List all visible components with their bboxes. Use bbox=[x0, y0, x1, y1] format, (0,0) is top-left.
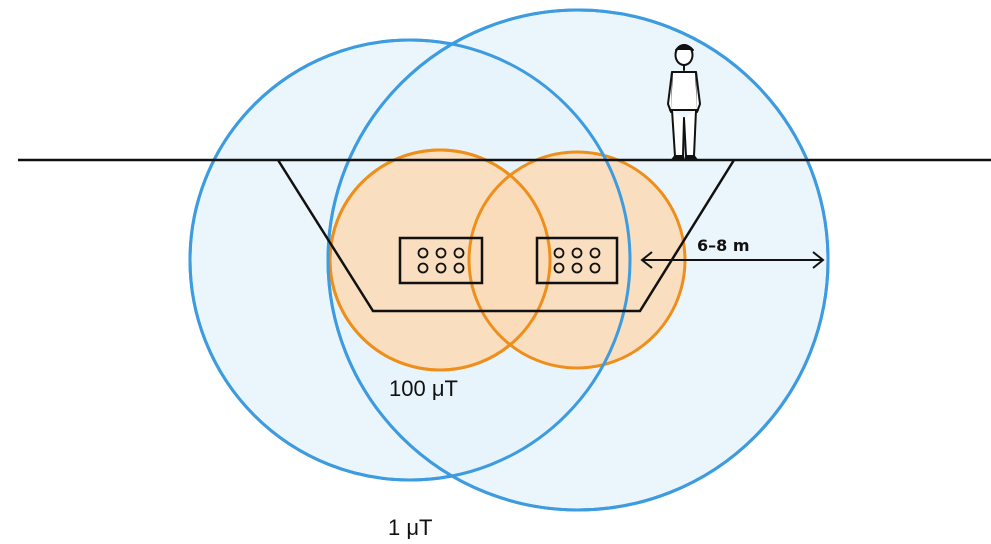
outer-field-outlines bbox=[188, 8, 830, 512]
distance-label: 6–8 m bbox=[697, 236, 750, 255]
inner-field-circle-left-outline bbox=[328, 148, 552, 372]
cable-duct-left bbox=[398, 236, 484, 285]
inner-field-label: 100 μT bbox=[389, 376, 458, 401]
outer-field-label: 1 μT bbox=[388, 515, 432, 540]
inner-field-circles bbox=[328, 148, 687, 372]
trench-outline bbox=[276, 159, 736, 313]
person-standing-icon bbox=[667, 44, 701, 161]
double-headed-arrow-icon bbox=[640, 251, 825, 269]
cable-duct-right bbox=[535, 236, 619, 285]
